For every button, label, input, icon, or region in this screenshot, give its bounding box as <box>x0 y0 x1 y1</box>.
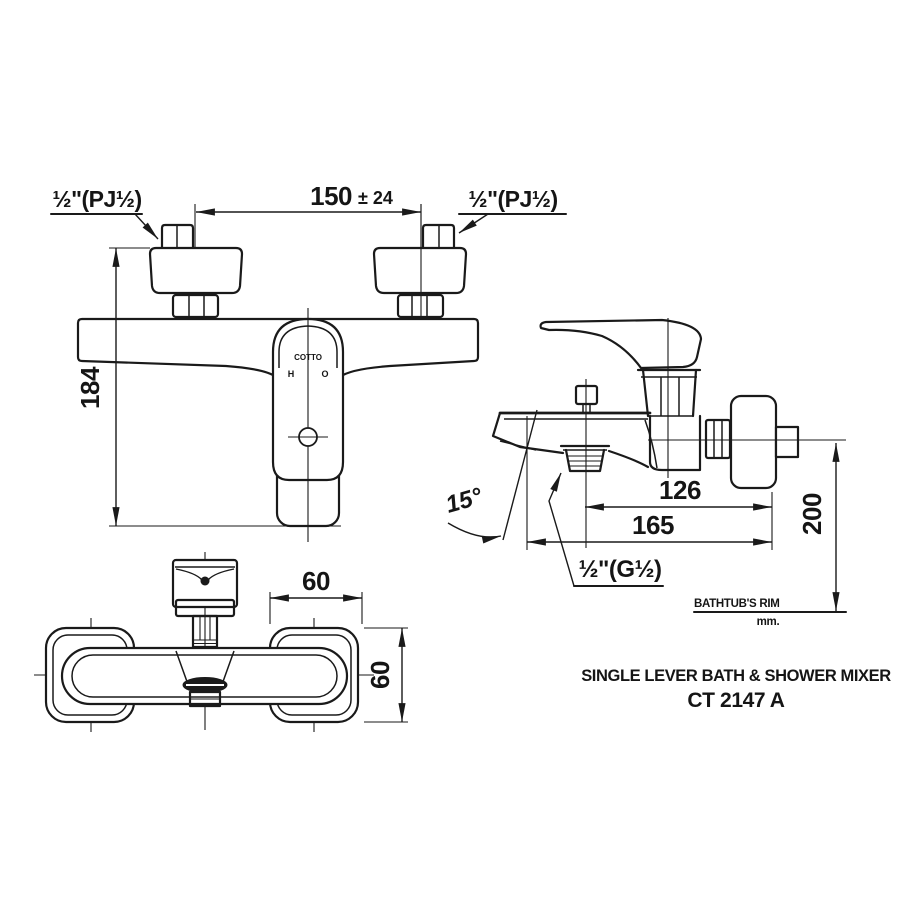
dim-reach-to-outlet: 126 <box>659 475 701 505</box>
side-body <box>644 414 702 472</box>
dim-overall-height: 184 <box>75 366 105 409</box>
unit-label: mm. <box>757 616 780 628</box>
label-outlet-thread: ½"(G½) <box>578 556 661 583</box>
title-block: SINGLE LEVER BATH & SHOWER MIXER CT 2147… <box>581 667 891 712</box>
label-right-inlet-thread: ½"(PJ½) <box>468 186 557 212</box>
leader-outlet <box>548 472 575 587</box>
dim-flange-width: 60 <box>302 566 330 596</box>
bathtub-rim-label: BATHTUB'S RIM <box>694 598 780 610</box>
dim-overall-reach: 165 <box>632 510 674 540</box>
dim-center-tolerance: ± 24 <box>358 188 393 208</box>
angle-arc <box>447 522 502 544</box>
top-handle <box>171 558 239 649</box>
top-view: 60 60 <box>34 552 408 732</box>
side-wall-pipe <box>774 425 800 459</box>
side-wall-mount <box>648 318 846 490</box>
side-view-dimensions: 126 165 15° 200 BATHTUB'S RIM mm. ½"(G½) <box>443 409 847 628</box>
side-spout <box>491 411 652 473</box>
model-code: CT 2147 A <box>687 689 784 712</box>
inlet-fitting-right <box>372 202 468 319</box>
leader-left-inlet <box>134 213 159 240</box>
hot-marker: H <box>288 369 295 379</box>
dim-center-distance: 150 <box>310 181 352 211</box>
side-escutcheon <box>729 394 778 490</box>
side-cartridge <box>636 368 702 418</box>
side-lever-handle <box>539 318 703 370</box>
cold-marker: O <box>321 369 328 379</box>
top-body-bar <box>60 646 349 706</box>
top-spout <box>175 650 235 708</box>
side-view <box>491 318 846 548</box>
dim-height-above-rim: 200 <box>797 493 827 535</box>
side-diverter-knob <box>574 379 599 548</box>
dim-flange-depth: 60 <box>365 661 395 689</box>
dim-spout-angle: 15° <box>443 483 486 519</box>
leader-right-inlet <box>458 213 489 234</box>
product-name: SINGLE LEVER BATH & SHOWER MIXER <box>581 667 891 685</box>
brand-mark: COTTO <box>294 353 322 362</box>
front-view: COTTO H O <box>76 202 480 542</box>
label-left-inlet-thread: ½"(PJ½) <box>52 186 141 212</box>
inlet-fitting-left <box>148 204 244 319</box>
front-view-dimensions: 150 ± 24 184 ½"(PJ½) ½"(PJ½) <box>50 181 567 527</box>
